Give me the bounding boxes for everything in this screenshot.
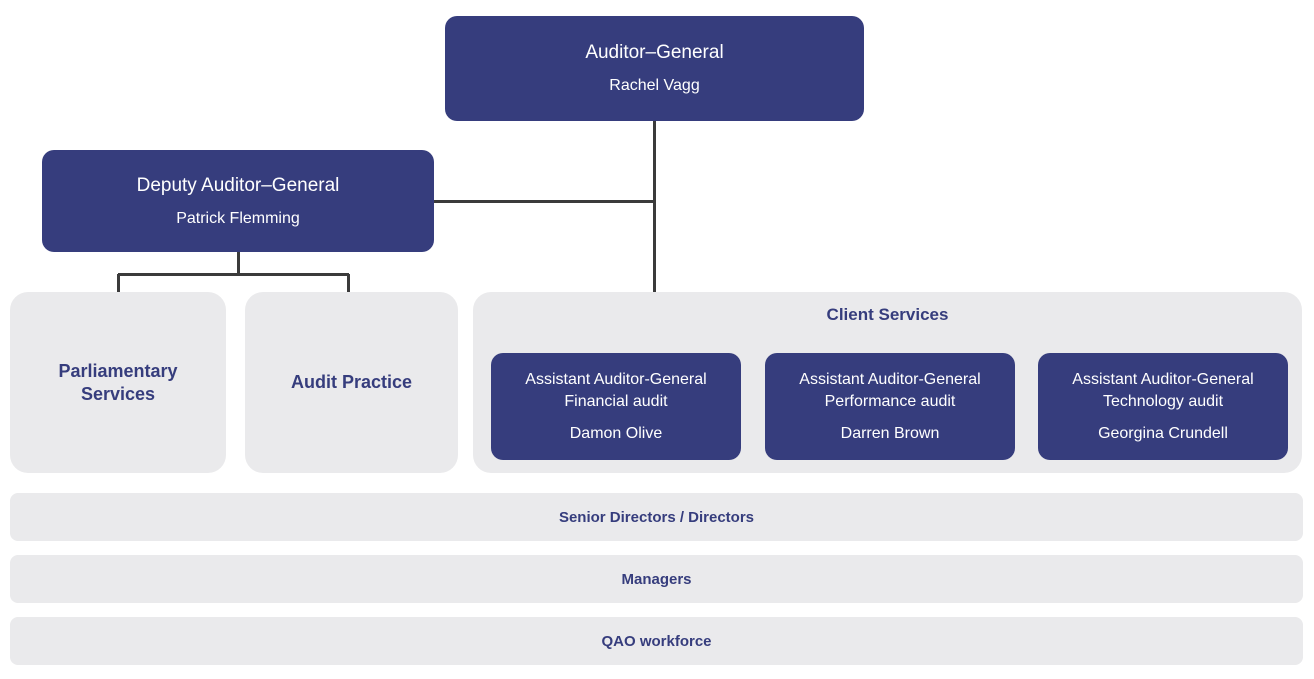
node-title-line-1: Parliamentary — [58, 360, 178, 381]
node-title: Assistant Auditor-General — [525, 370, 707, 388]
node-audit-practice[interactable]: Audit Practice — [245, 292, 458, 473]
node-subtitle: Technology audit — [1102, 392, 1224, 410]
node-person-name: Rachel Vagg — [609, 77, 700, 94]
node-title-line-1: Audit Practice — [290, 372, 413, 392]
node-person-name: Darren Brown — [840, 424, 940, 442]
band-senior-directors[interactable]: Senior Directors / Directors — [10, 493, 1303, 541]
node-title-line-2: Services — [80, 383, 156, 404]
node-person-name: Patrick Flemming — [176, 209, 300, 227]
node-aag-financial-audit[interactable]: Assistant Auditor-General Financial audi… — [491, 353, 741, 460]
node-person-name: Georgina Crundell — [1098, 424, 1228, 442]
node-subtitle: Performance audit — [824, 392, 956, 410]
panel-client-services-title: Client Services — [826, 305, 949, 324]
node-title: Deputy Auditor–General — [136, 174, 340, 196]
node-deputy-auditor-general[interactable]: Deputy Auditor–General Patrick Flemming — [42, 150, 434, 252]
band-label: Managers — [621, 570, 692, 588]
node-auditor-general[interactable]: Auditor–General Rachel Vagg — [445, 16, 864, 121]
band-managers[interactable]: Managers — [10, 555, 1303, 603]
node-subtitle: Financial audit — [564, 392, 668, 410]
band-label: Senior Directors / Directors — [558, 508, 755, 526]
node-title: Assistant Auditor-General — [799, 370, 981, 388]
node-aag-performance-audit[interactable]: Assistant Auditor-General Performance au… — [765, 353, 1015, 460]
node-title: Auditor–General — [585, 42, 724, 63]
band-label: QAO workforce — [601, 632, 712, 650]
node-person-name: Damon Olive — [569, 424, 663, 442]
band-qao-workforce[interactable]: QAO workforce — [10, 617, 1303, 665]
node-title: Assistant Auditor-General — [1072, 370, 1254, 388]
node-parliamentary-services[interactable]: Parliamentary Services — [10, 292, 226, 473]
node-aag-technology-audit[interactable]: Assistant Auditor-General Technology aud… — [1038, 353, 1288, 460]
